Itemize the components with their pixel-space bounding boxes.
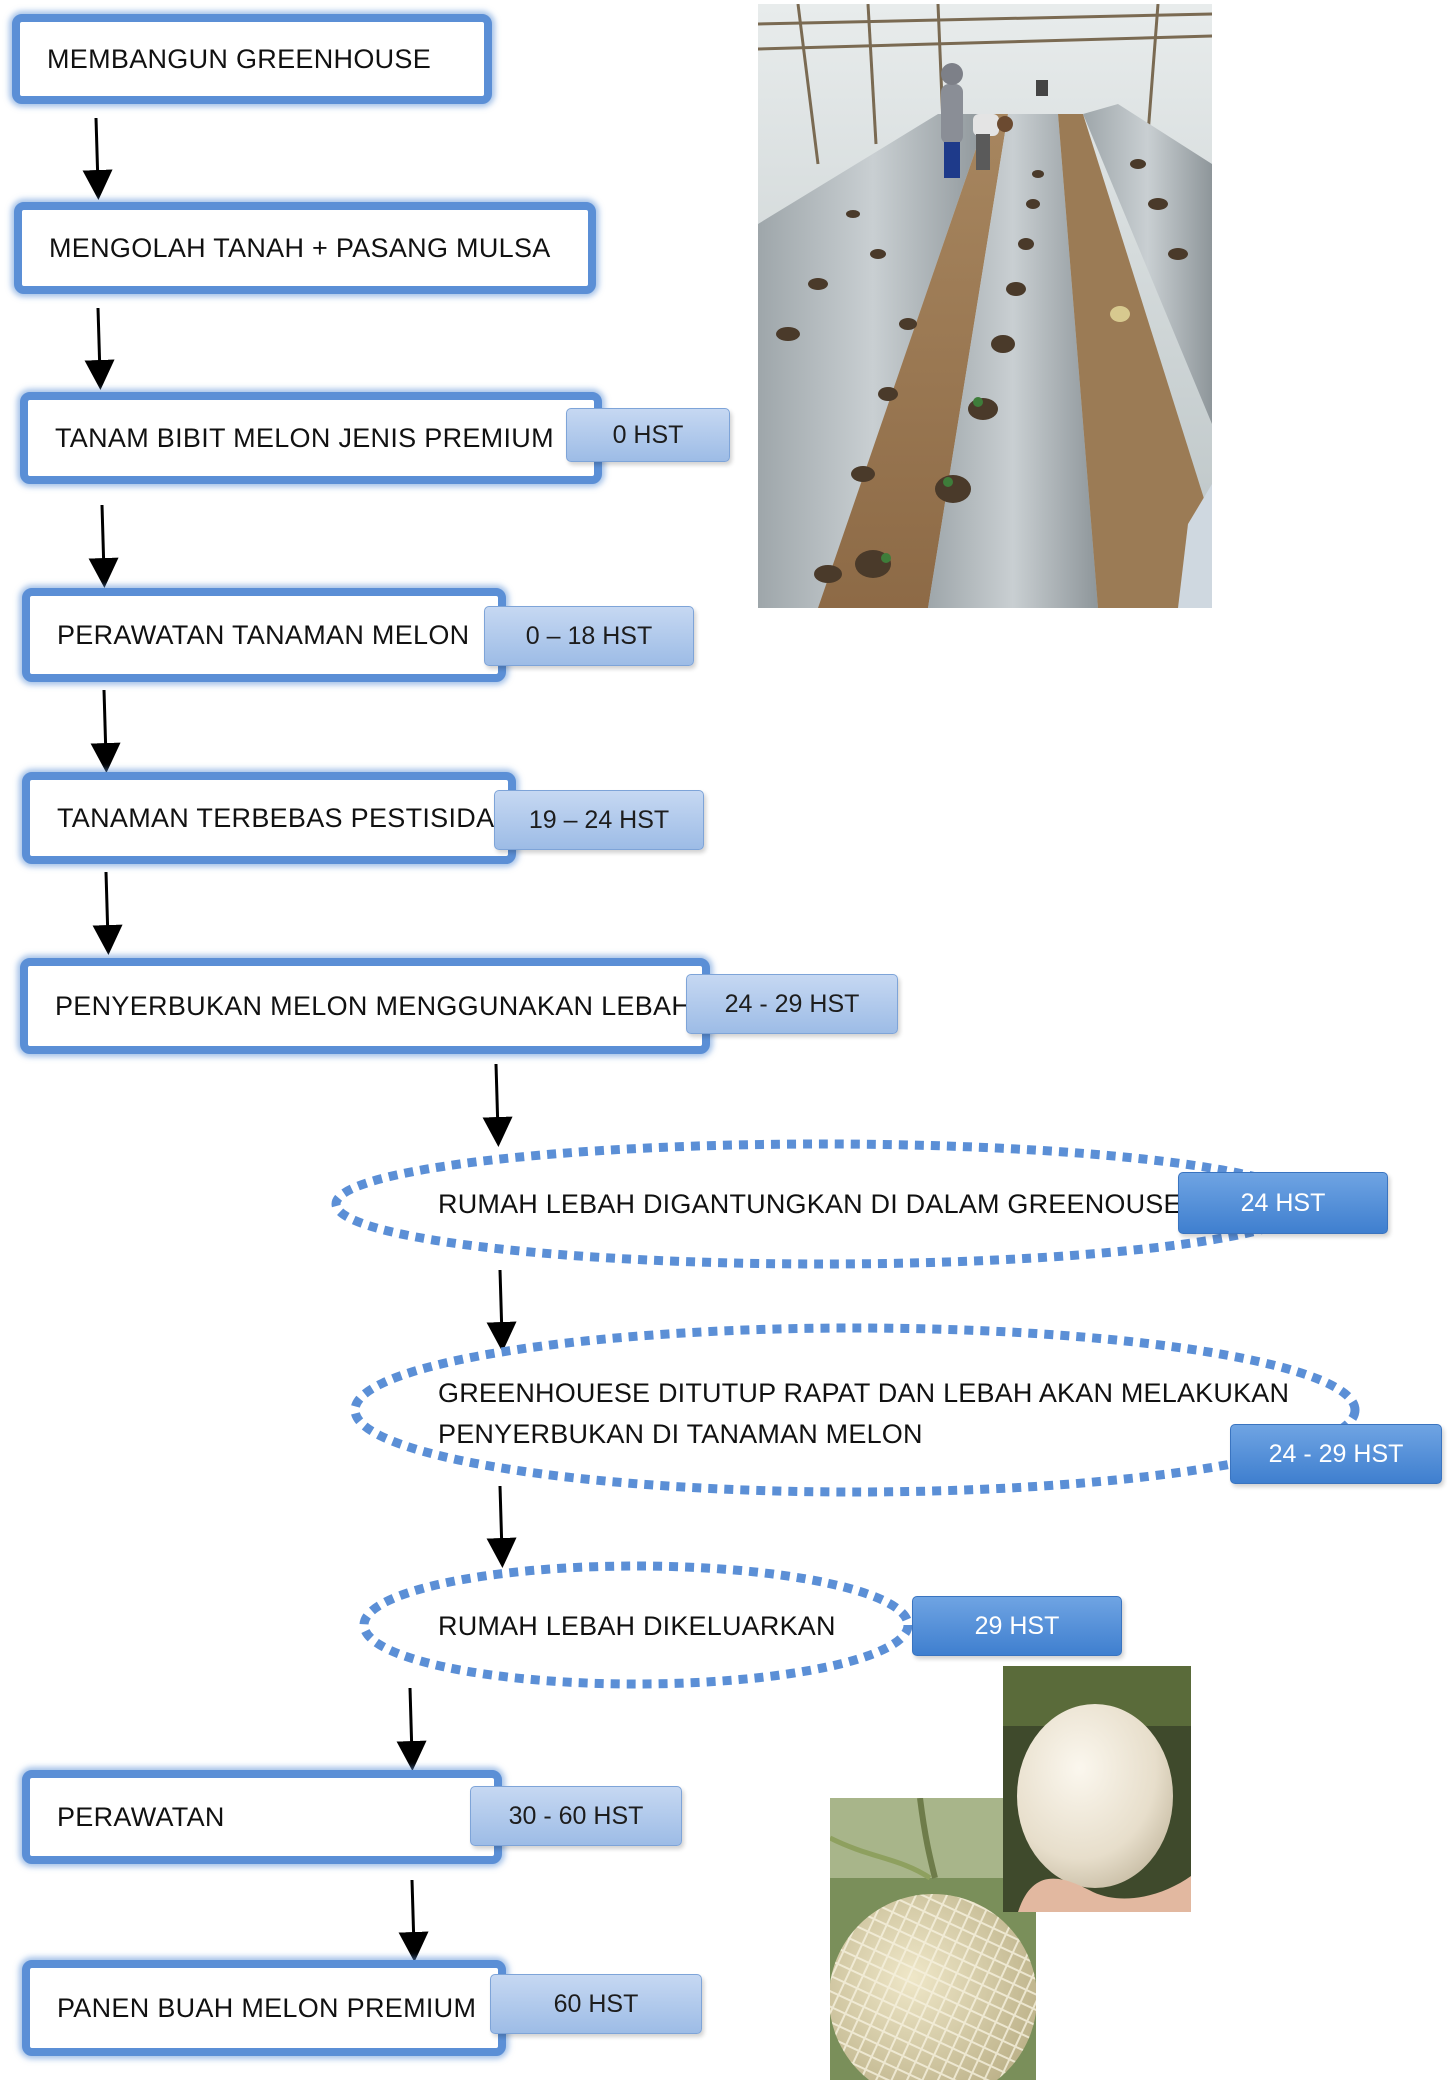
step-label: PANEN BUAH MELON PREMIUM xyxy=(57,1992,477,2023)
arrow-1 xyxy=(82,117,113,200)
oval-3 xyxy=(359,1561,913,1689)
badge-0-hst: 0 HST xyxy=(566,408,730,462)
substep-label: RUMAH LEBAH DIGANTUNGKAN DI DALAM GREENO… xyxy=(438,1189,1182,1219)
badge-60-hst: 60 HST xyxy=(490,1974,702,2034)
step-terbebas-pestisida: TANAMAN TERBEBAS PESTISIDA xyxy=(22,772,516,864)
substep-rumah-lebah-dikeluarkan: RUMAH LEBAH DIKELUARKAN xyxy=(438,1606,836,1647)
badge-30-60-hst: 30 - 60 HST xyxy=(470,1786,682,1846)
badge-label: 24 HST xyxy=(1240,1188,1326,1217)
badge-29-hst: 29 HST xyxy=(912,1596,1122,1656)
badge-24-29-hst-dark: 24 - 29 HST xyxy=(1230,1424,1442,1484)
step-penyerbukan: PENYERBUKAN MELON MENGGUNAKAN LEBAH xyxy=(20,958,710,1054)
step-mengolah-tanah: MENGOLAH TANAH + PASANG MULSA xyxy=(14,202,596,294)
step-perawatan-tanaman: PERAWATAN TANAMAN MELON xyxy=(22,588,506,682)
step-label: PENYERBUKAN MELON MENGGUNAKAN LEBAH xyxy=(55,990,692,1021)
arrow-5 xyxy=(92,871,123,955)
badge-label: 0 HST xyxy=(612,420,684,449)
substep-line-1: GREENHOUESE DITUTUP RAPAT DAN LEBAH AKAN… xyxy=(438,1378,1290,1408)
oval-2 xyxy=(350,1323,1360,1497)
badge-19-24-hst: 19 – 24 HST xyxy=(494,790,704,850)
white-melon-photo xyxy=(1003,1666,1191,1912)
badge-label: 0 – 18 HST xyxy=(525,621,653,650)
arrow-6 xyxy=(482,1063,513,1147)
arrow-4 xyxy=(90,689,121,773)
badge-label: 60 HST xyxy=(553,1989,639,2018)
arrow-3 xyxy=(88,504,119,588)
step-label: TANAM BIBIT MELON JENIS PREMIUM xyxy=(55,422,554,453)
step-label: PERAWATAN TANAMAN MELON xyxy=(57,619,470,650)
step-label: TANAMAN TERBEBAS PESTISIDA xyxy=(57,802,495,833)
arrow-2 xyxy=(84,307,115,390)
badge-label: 29 HST xyxy=(974,1611,1060,1640)
arrow-7 xyxy=(486,1269,517,1352)
step-panen: PANEN BUAH MELON PREMIUM xyxy=(22,1960,506,2056)
arrow-8 xyxy=(486,1485,517,1568)
badge-24-hst: 24 HST xyxy=(1178,1172,1388,1234)
badge-label: 19 – 24 HST xyxy=(528,805,670,834)
substep-line-2: PENYERBUKAN DI TANAMAN MELON xyxy=(438,1419,923,1449)
step-tanam-bibit: TANAM BIBIT MELON JENIS PREMIUM xyxy=(20,392,602,484)
arrow-10 xyxy=(398,1879,429,1962)
badge-label: 30 - 60 HST xyxy=(508,1801,644,1830)
badge-24-29-hst: 24 - 29 HST xyxy=(686,974,898,1034)
substep-rumah-lebah-digantungkan: RUMAH LEBAH DIGANTUNGKAN DI DALAM GREENO… xyxy=(438,1184,1182,1225)
arrow-9 xyxy=(396,1687,427,1771)
step-membangun-greenhouse: MEMBANGUN GREENHOUSE xyxy=(12,14,492,104)
badge-label: 24 - 29 HST xyxy=(1268,1439,1404,1468)
step-label: MEMBANGUN GREENHOUSE xyxy=(47,43,432,74)
substep-label: RUMAH LEBAH DIKELUARKAN xyxy=(438,1611,836,1641)
badge-0-18-hst: 0 – 18 HST xyxy=(484,606,694,666)
greenhouse-photo xyxy=(758,4,1212,608)
netted-melon-photo xyxy=(830,1798,1036,2080)
step-label: PERAWATAN xyxy=(57,1801,225,1832)
badge-label: 24 - 29 HST xyxy=(724,989,860,1018)
substep-greenhouse-ditutup: GREENHOUESE DITUTUP RAPAT DAN LEBAH AKAN… xyxy=(438,1373,1289,1455)
step-label: MENGOLAH TANAH + PASANG MULSA xyxy=(49,232,551,263)
step-perawatan: PERAWATAN xyxy=(22,1770,502,1864)
